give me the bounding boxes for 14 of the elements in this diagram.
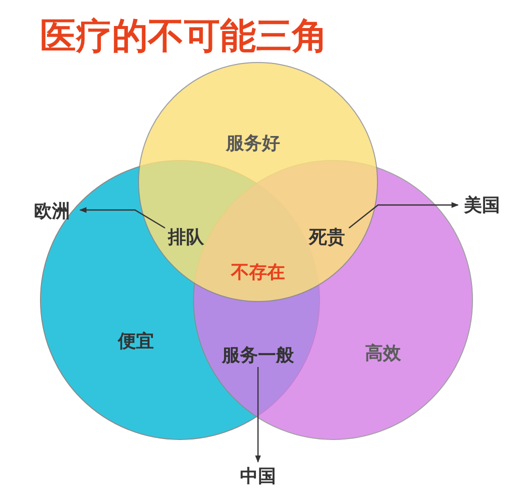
overlap-label: 服务一般 [222,343,294,367]
circle-label: 高效 [365,342,401,365]
overlap-label: 不存在 [231,260,285,284]
region-label: 欧洲 [34,199,70,223]
region-label: 中国 [240,464,276,488]
circle-label: 服务好 [226,132,280,155]
leader-arrow [348,202,459,228]
overlap-label: 排队 [168,225,204,249]
leader-arrow [255,367,261,463]
overlap-label: 死贵 [309,225,345,249]
circle-label: 便宜 [118,330,154,353]
region-label: 美国 [464,193,500,217]
diagram-title: 医疗的不可能三角 [40,15,328,59]
leader-arrow [79,207,166,229]
